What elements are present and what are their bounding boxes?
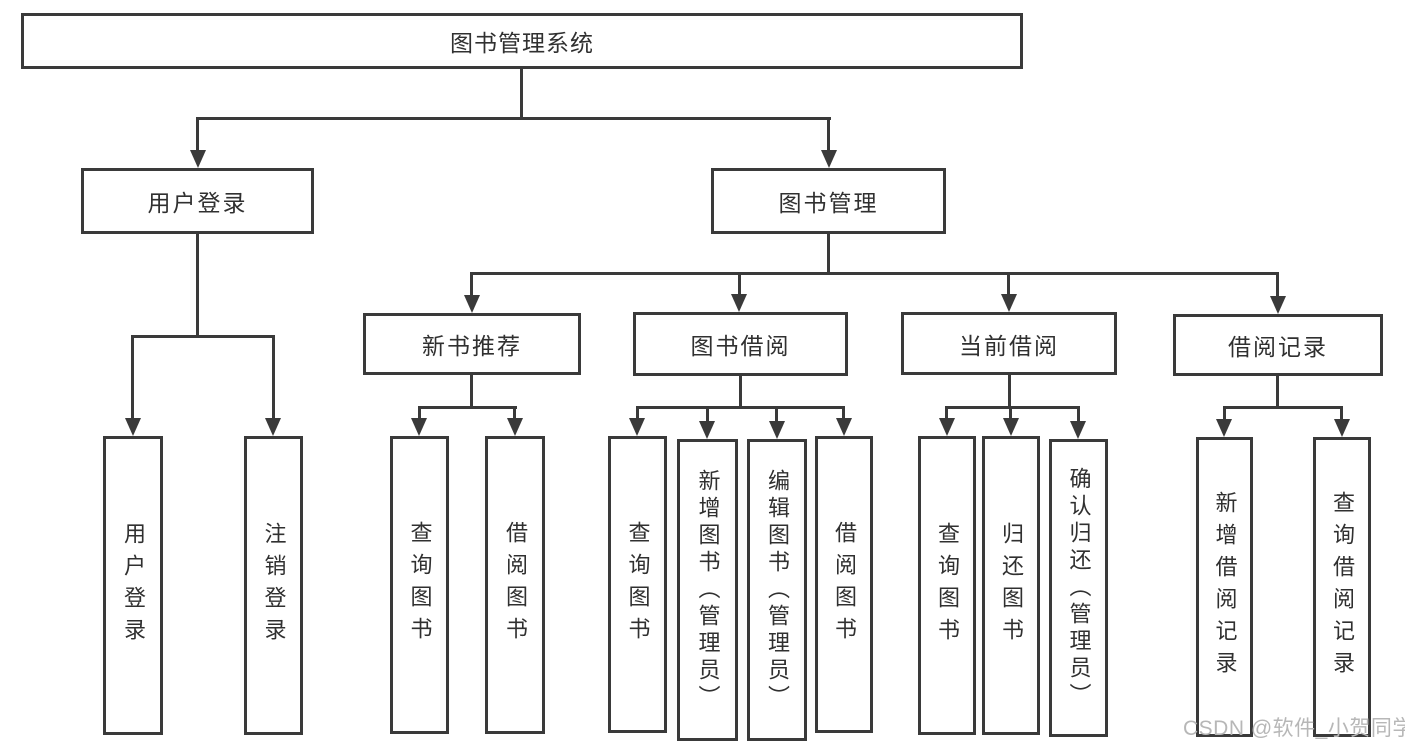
connector-bookmgmt-drop [738, 272, 741, 296]
arrow-down-icon [1270, 296, 1286, 314]
leaf-query-books-current: 查询图书 [918, 436, 976, 735]
arrow-down-icon [464, 295, 480, 313]
leaf-query-books-recommend-label: 查询图书 [407, 521, 433, 649]
node-root-label: 图书管理系统 [450, 30, 594, 56]
leaf-query-books-current-label: 查询图书 [935, 521, 960, 650]
connector-records-drop [1340, 406, 1343, 420]
arrow-down-icon [190, 150, 206, 168]
leaf-return-books-label: 归还图书 [999, 521, 1024, 650]
connector-newbook-drop [513, 406, 516, 419]
arrow-down-icon [699, 421, 715, 439]
connector-root-rail [196, 117, 831, 120]
arrow-down-icon [1216, 419, 1232, 437]
leaf-query-borrow-record: 查询借阅记录 [1313, 437, 1371, 737]
connector-root-drop-left [196, 117, 199, 151]
node-borrow-records-label: 借阅记录 [1228, 334, 1328, 360]
node-book-borrow: 图书借阅 [633, 312, 848, 376]
connector-userlogin-drop [272, 335, 275, 419]
connector-bookmgmt-stub [827, 234, 830, 275]
connector-current-rail [945, 406, 1080, 409]
node-book-borrow-label: 图书借阅 [690, 333, 791, 359]
arrow-down-icon [411, 418, 427, 436]
node-new-book-recommend: 新书推荐 [363, 313, 581, 375]
arrow-down-icon [1003, 418, 1019, 436]
leaf-add-borrow-record-label: 新增借阅记录 [1212, 491, 1238, 683]
arrow-down-icon [1334, 419, 1350, 437]
leaf-borrow-books-label: 借阅图书 [832, 520, 857, 649]
node-current-borrow-label: 当前借阅 [959, 332, 1059, 359]
arrow-down-icon [836, 418, 852, 436]
leaf-confirm-return-admin-label: 确认归还（管理员） [1066, 466, 1092, 710]
leaf-confirm-return-admin: 确认归还（管理员） [1049, 439, 1108, 737]
leaf-edit-books-admin: 编辑图书（管理员） [747, 439, 807, 741]
arrow-down-icon [265, 418, 281, 436]
node-book-management: 图书管理 [711, 168, 946, 234]
arrow-down-icon [629, 418, 645, 436]
leaf-borrow-books-recommend: 借阅图书 [485, 436, 545, 734]
leaf-user-login-label: 用户登录 [121, 521, 146, 650]
leaf-add-borrow-record: 新增借阅记录 [1196, 437, 1253, 737]
node-borrow-records: 借阅记录 [1173, 314, 1383, 376]
connector-borrow-drop [706, 406, 709, 422]
connector-current-drop [1077, 406, 1080, 422]
connector-borrow-drop [775, 406, 778, 422]
node-new-book-recommend-label: 新书推荐 [422, 333, 522, 359]
leaf-logout: 注销登录 [244, 436, 303, 735]
node-root: 图书管理系统 [21, 13, 1023, 69]
connector-current-stub [1008, 375, 1011, 409]
connector-records-stub [1276, 376, 1279, 409]
leaf-query-borrow-record-label: 查询借阅记录 [1330, 491, 1355, 683]
arrow-down-icon [1070, 421, 1086, 439]
connector-borrow-stub [739, 376, 742, 409]
leaf-logout-label: 注销登录 [261, 521, 287, 650]
connector-root-drop-right [827, 117, 830, 151]
arrow-down-icon [731, 294, 747, 312]
connector-newbook-rail [418, 406, 517, 409]
connector-current-drop [945, 406, 948, 419]
connector-newbook-drop [418, 406, 421, 419]
node-user-login-label: 用户登录 [147, 190, 248, 216]
arrow-down-icon [939, 418, 955, 436]
connector-bookmgmt-drop [1007, 272, 1010, 296]
leaf-query-books-borrow: 查询图书 [608, 436, 667, 733]
connector-borrow-drop [636, 406, 639, 419]
node-user-login: 用户登录 [81, 168, 314, 234]
connector-bookmgmt-drop [470, 272, 473, 296]
leaf-query-books-borrow-label: 查询图书 [625, 520, 651, 649]
connector-userlogin-drop [131, 335, 134, 419]
leaf-query-books-recommend: 查询图书 [390, 436, 449, 734]
arrow-down-icon [125, 418, 141, 436]
arrow-down-icon [1001, 294, 1017, 312]
leaf-edit-books-admin-label: 编辑图书（管理员） [765, 468, 790, 712]
connector-userlogin-stub [196, 234, 199, 338]
arrow-down-icon [507, 418, 523, 436]
node-current-borrow: 当前借阅 [901, 312, 1117, 375]
arrow-down-icon [821, 150, 837, 168]
connector-bookmgmt-drop [1276, 272, 1279, 297]
leaf-borrow-books-recommend-label: 借阅图书 [503, 521, 528, 649]
connector-borrow-rail [636, 406, 845, 409]
connector-userlogin-rail [131, 335, 275, 338]
leaf-user-login: 用户登录 [103, 436, 163, 735]
connector-borrow-drop [842, 406, 845, 419]
leaf-add-books-admin-label: 新增图书（管理员） [695, 468, 721, 712]
arrow-down-icon [769, 421, 785, 439]
leaf-return-books: 归还图书 [982, 436, 1040, 735]
leaf-add-books-admin: 新增图书（管理员） [677, 439, 738, 741]
connector-records-rail [1223, 406, 1343, 409]
node-book-management-label: 图书管理 [778, 190, 879, 216]
connector-bookmgmt-rail [470, 272, 1279, 275]
connector-records-drop [1223, 406, 1226, 420]
connector-newbook-stub [470, 375, 473, 409]
watermark-text: CSDN @软件_小贺同学 [1183, 717, 1405, 740]
connector-current-drop [1009, 406, 1012, 419]
connector-root-stub [520, 69, 523, 120]
leaf-borrow-books: 借阅图书 [815, 436, 873, 733]
